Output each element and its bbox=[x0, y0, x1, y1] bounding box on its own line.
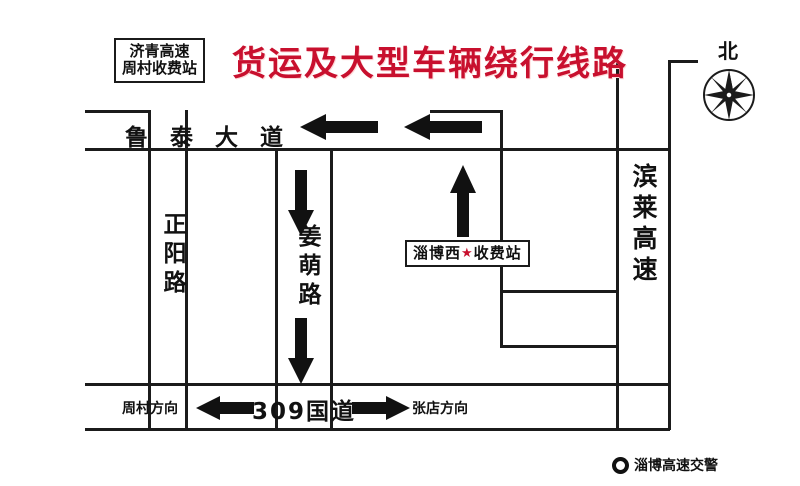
road-line-toll-connector-vertical bbox=[500, 110, 503, 292]
road-line-toll-connector-bottom bbox=[500, 290, 618, 293]
road-line-zhengyang bbox=[148, 110, 151, 430]
compass-rose-icon bbox=[703, 69, 755, 121]
label-tollbooth-zhoucun-line2: 周村收费站 bbox=[122, 59, 198, 78]
road-line-topleft-stub bbox=[85, 110, 148, 113]
arrow-down-jiangmeng-2 bbox=[288, 318, 314, 384]
label-tollbooth-zibo-west: 淄博西★收费站 bbox=[405, 240, 530, 268]
arrow-left-lutai-2 bbox=[404, 114, 482, 140]
page-title: 货运及大型车辆绕行线路 bbox=[232, 44, 628, 84]
label-road-zhengyang: 正阳路 bbox=[159, 212, 185, 299]
road-line-toll-connector-bottom2 bbox=[500, 345, 618, 348]
compass-north-label: 北 bbox=[718, 39, 738, 63]
footer-watermark: 淄博高速交警 bbox=[612, 455, 718, 475]
road-line-jiangmeng-east bbox=[330, 148, 333, 430]
footer-account-name: 淄博高速交警 bbox=[634, 458, 718, 474]
label-tollbooth-zibo-west-left: 淄博西 bbox=[413, 244, 462, 262]
arrow-left-lutai-1 bbox=[300, 114, 378, 140]
road-line-binlai-east bbox=[668, 60, 671, 430]
road-line-309-lower bbox=[85, 428, 670, 431]
arrow-left-309 bbox=[196, 396, 254, 420]
label-road-binlai: 滨莱高速 bbox=[629, 163, 658, 287]
star-icon: ★ bbox=[461, 246, 474, 261]
road-line-309-upper bbox=[85, 383, 670, 386]
arrow-up-toll-connector bbox=[450, 165, 476, 237]
road-line-toll-connector-top bbox=[430, 110, 502, 113]
road-line-jiangmeng-west bbox=[275, 148, 278, 430]
road-line-zhengyang-second bbox=[185, 110, 188, 430]
label-tollbooth-zhoucun-line1: 济青高速 bbox=[129, 42, 190, 60]
label-direction-west: 周村方向 bbox=[122, 401, 178, 417]
label-tollbooth-zibo-west-right: 收费站 bbox=[473, 244, 522, 262]
road-line-binlai-west bbox=[616, 60, 619, 430]
account-logo-icon bbox=[612, 456, 629, 474]
arrow-right-309 bbox=[352, 396, 410, 420]
road-line-toll-connector-left bbox=[500, 290, 503, 347]
label-direction-east: 张店方向 bbox=[412, 401, 468, 417]
label-tollbooth-zhoucun: 济青高速 周村收费站 bbox=[114, 38, 206, 83]
road-line-lutai bbox=[85, 148, 670, 151]
label-road-lutai: 鲁 泰 大 道 bbox=[125, 125, 291, 151]
label-road-309: 309国道 bbox=[252, 399, 357, 425]
label-road-jiangmeng: 姜萌路 bbox=[294, 224, 320, 311]
arrow-down-jiangmeng-1 bbox=[288, 170, 314, 236]
road-line-upper-right-horizontal bbox=[668, 60, 698, 63]
